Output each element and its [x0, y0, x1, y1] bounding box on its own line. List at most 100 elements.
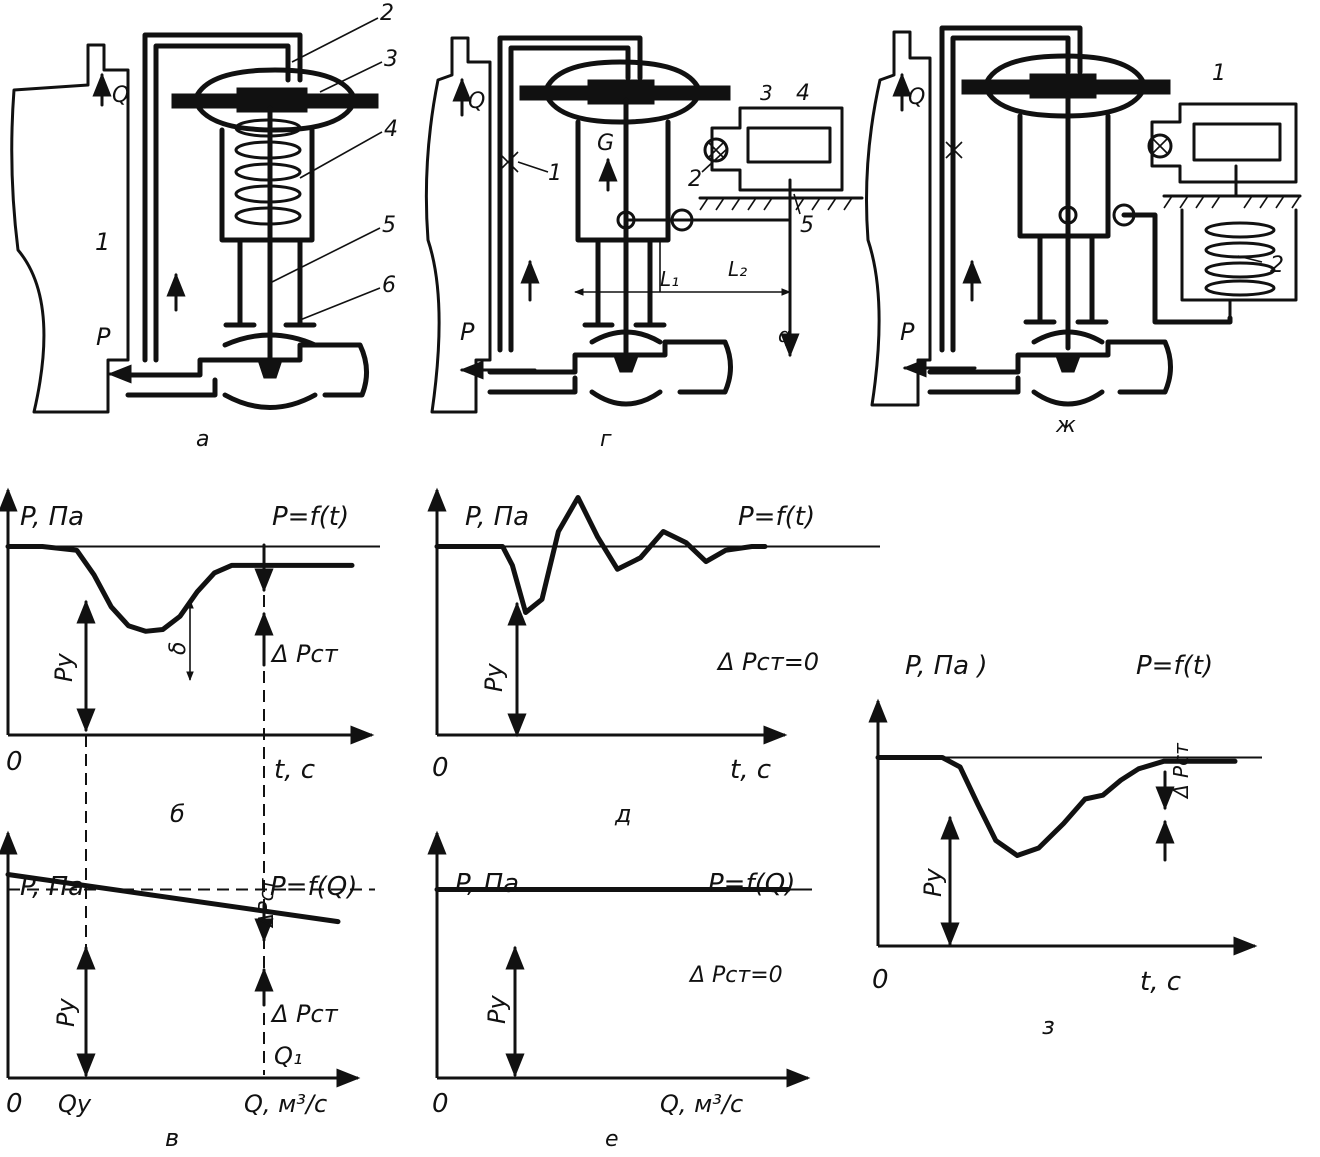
graph-b-caption: б: [170, 800, 185, 828]
spring-zh: [1204, 221, 1276, 297]
label-p-a: P: [96, 323, 111, 351]
label-p-zh: P: [900, 318, 915, 346]
graph-z-ylabel: P, Па ): [905, 651, 988, 681]
label-6-a: 6: [382, 273, 396, 298]
graph-b-curve: [5, 544, 355, 634]
diagram-g: Q P G 1 2 3 4 5 L₁ L₂ q г: [424, 35, 864, 452]
graph-d-origin: 0: [432, 753, 449, 783]
graph-b-xlabel: t, c: [274, 755, 315, 785]
housing-g: [575, 119, 671, 243]
label-q-zh: Q: [908, 85, 925, 110]
label-l1-g: L₁: [660, 267, 679, 291]
graph-b-origin: 0: [6, 747, 23, 777]
label-3-a: 3: [384, 47, 398, 72]
diagram-a: Q 1 P 2 3 4 5 6 а: [10, 1, 398, 452]
graph-d-curve: [434, 495, 768, 615]
stem-guide-a: [223, 237, 317, 328]
valve-plug-a: [257, 359, 283, 379]
diagram-zh: Q P 1 2 ж: [865, 25, 1302, 438]
graph-r-dpct-label: Δ Pст=0: [688, 963, 783, 988]
valve-plug-zh: [1055, 355, 1081, 373]
graph-b-delta-label: δ: [166, 642, 191, 655]
graph-d-func: P=f(t): [738, 502, 815, 532]
label-4-g: 4: [796, 81, 810, 106]
graph-v-func: P=f(Q): [270, 872, 357, 902]
graph-r-origin: 0: [432, 1089, 449, 1119]
pipeline-zh: [927, 339, 1173, 395]
pipeline-g: [487, 339, 733, 395]
graph-v-origin: 0: [6, 1089, 23, 1119]
leader-3-a: [319, 61, 383, 93]
graph-v-curve: [5, 872, 341, 925]
pilot-housing-g: [710, 106, 844, 192]
graph-b-ylabel: P, Па: [20, 502, 84, 532]
graph-z-annotations: [940, 770, 1175, 947]
leader-5-a: [271, 227, 381, 283]
graph-z-curve: [875, 755, 1238, 858]
label-1-g: 1: [548, 161, 562, 186]
caption-g: г: [600, 427, 612, 452]
impulse-pipe-g: [497, 35, 643, 353]
graph-v-caption: в: [165, 1124, 179, 1152]
graph-z-xlabel: t, c: [1140, 967, 1181, 997]
graph-b-py-label: Pу: [50, 653, 78, 682]
graph-z-caption: з: [1042, 1012, 1055, 1040]
graph-z-origin: 0: [872, 965, 889, 995]
label-g-force: G: [597, 131, 614, 156]
label-3-g: 3: [760, 81, 773, 105]
graph-v-dpct-label: Δ Pст: [270, 1000, 339, 1028]
label-q-small-g: q: [778, 323, 791, 347]
graph-b-func: P=f(t): [272, 502, 349, 532]
stem-guide-g: [582, 237, 667, 328]
leader-2-zh: [1237, 255, 1263, 263]
diaphragm-housing-a: [192, 67, 358, 133]
support-hatch-g: [699, 197, 853, 211]
leader-6-a: [299, 287, 381, 321]
graph-z-py-label: Pу: [919, 868, 947, 897]
pilot-housing-zh: [1150, 102, 1298, 184]
pivot-zh: [1058, 205, 1078, 225]
graph-r-xlabel: Q, м³/c: [660, 1090, 743, 1118]
valve-plug-g: [613, 355, 639, 373]
label-1-a: 1: [95, 228, 110, 256]
spring-housing-a: [219, 127, 315, 243]
graph-r-caption: е: [605, 1127, 619, 1152]
pilot-chamber-zh: [1192, 122, 1282, 162]
graph-labels: P, Па P=f(t) Pу δ Δ Pст 0 t, c б P, Па P…: [6, 502, 1213, 1152]
leader-2-g: [701, 147, 729, 173]
diaphragm-housing-g: [542, 59, 703, 125]
pilot-chamber-g: [746, 126, 832, 164]
nozzle-cross-zh: [1151, 137, 1169, 155]
spring-box-zh: [1180, 208, 1298, 320]
valve-body-a: [222, 332, 318, 410]
impulse-pipe-a-inner: [153, 43, 291, 363]
label-5-g: 5: [800, 213, 814, 238]
label-2-a: 2: [380, 1, 394, 26]
graph-r-func: P=f(Q): [708, 869, 795, 899]
graph-v-ylabel: P, Па: [20, 872, 84, 902]
diaphragm-plate-g: [587, 79, 655, 105]
graph-d-ylabel: P, Па: [465, 502, 529, 532]
label-1-zh: 1: [1212, 61, 1226, 86]
graph-d-py-label: Pу: [480, 663, 508, 692]
label-4-a: 4: [384, 117, 398, 142]
graph-d-caption: д: [614, 800, 632, 828]
graph-z-func: P=f(t): [1136, 651, 1213, 681]
label-2-zh: 2: [1270, 253, 1284, 278]
stem-guide-zh: [1023, 233, 1109, 325]
graphs-layer: [0, 487, 1262, 1088]
vessel-a: [10, 43, 130, 414]
leader-4-a: [299, 131, 383, 179]
caption-a: а: [196, 427, 209, 452]
leader-2-a: [291, 17, 379, 63]
graph-v-xlabel: Q, м³/c: [244, 1090, 327, 1118]
label-q-g: Q: [468, 89, 485, 114]
valve-zh: [945, 141, 963, 159]
housing-zh: [1017, 113, 1111, 239]
caption-zh: ж: [1055, 413, 1076, 438]
label-p-g: P: [460, 318, 475, 346]
linkage-zh: [1121, 212, 1233, 325]
graph-b-annotations: [76, 543, 274, 733]
label-l2-g: L₂: [728, 257, 747, 281]
